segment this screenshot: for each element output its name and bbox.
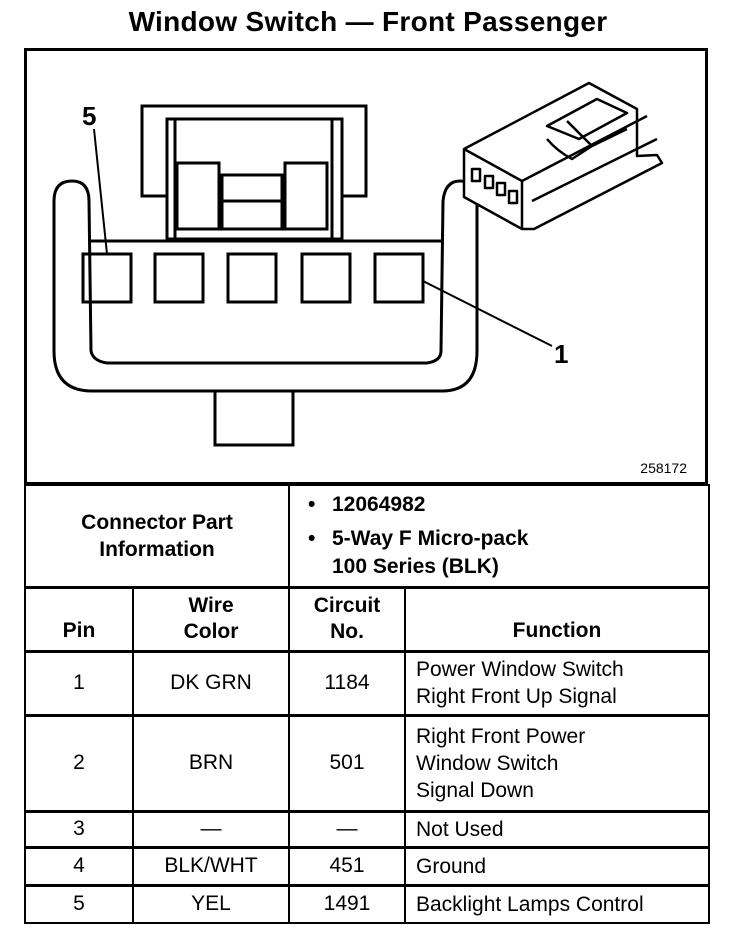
connector-figure: 5 1 258172	[24, 48, 708, 485]
row-2-circuit: 501	[288, 713, 406, 812]
row-2-function-line3: Signal Down	[416, 778, 534, 802]
table-header-row: Pin Wire Color Circuit No. Function	[24, 585, 710, 652]
callout-5: 5	[82, 101, 96, 131]
pin-cavity-3	[226, 252, 278, 304]
row-4-function-line1: Ground	[416, 854, 487, 878]
header-wire-line2: Color	[183, 620, 239, 643]
row-2-function-line1: Right Front Power	[416, 724, 586, 748]
connector-description-line1: 5-Way F Micro-pack	[332, 527, 529, 550]
table-row: 3 — — Not Used	[24, 809, 710, 848]
connector-info-label: Connector Part Information	[24, 484, 290, 588]
row-3-function-line1: Not Used	[416, 817, 504, 841]
header-function: Function	[404, 585, 710, 652]
page-title: Window Switch — Front Passenger	[128, 6, 608, 37]
pin-cavities	[81, 252, 425, 304]
row-1-function: Power Window Switch Right Front Up Signa…	[404, 649, 710, 716]
callout-1: 1	[554, 339, 568, 369]
connector-info-label-line2: Information	[99, 537, 215, 561]
table-row: 1 DK GRN 1184 Power Window Switch Right …	[24, 649, 710, 716]
row-1-circuit: 1184	[288, 649, 406, 716]
row-3-function: Not Used	[404, 809, 710, 848]
row-4-pin: 4	[24, 845, 134, 886]
connector-info-label-line1: Connector Part	[81, 510, 233, 534]
row-2-pin: 2	[24, 713, 134, 812]
row-2-function-line2: Window Switch	[416, 751, 559, 775]
row-5-function-line1: Backlight Lamps Control	[416, 892, 644, 916]
pin-cavity-1	[373, 252, 425, 304]
connector-3d-view	[462, 81, 664, 231]
connector-face	[52, 179, 479, 447]
row-2-function: Right Front Power Window Switch Signal D…	[404, 713, 710, 812]
row-4-circuit: 451	[288, 845, 406, 886]
header-pin: Pin	[24, 585, 134, 652]
row-3-wire: —	[132, 809, 290, 848]
row-1-function-line2: Right Front Up Signal	[416, 685, 617, 708]
row-5-wire: YEL	[132, 883, 290, 924]
row-3-pin: 3	[24, 809, 134, 848]
row-3-circuit: —	[288, 809, 406, 848]
connector-drawing: 5 1 258172	[52, 81, 687, 476]
header-circuit-no: Circuit No.	[288, 585, 406, 652]
leader-line-5	[93, 128, 108, 255]
connector-description-line2: 100 Series (BLK)	[332, 555, 499, 578]
table-row: 5 YEL 1491 Backlight Lamps Control	[24, 883, 710, 924]
part-number: 12064982	[332, 493, 426, 516]
connector-info-values: •12064982 •5-Way F Micro-pack 100 Series…	[288, 484, 710, 588]
row-4-function: Ground	[404, 845, 710, 886]
row-1-pin: 1	[24, 649, 134, 716]
header-wire-color: Wire Color	[132, 585, 290, 652]
pin-cavity-4	[153, 252, 205, 304]
row-4-wire: BLK/WHT	[132, 845, 290, 886]
header-wire-line1: Wire	[188, 594, 234, 617]
row-5-pin: 5	[24, 883, 134, 924]
leader-line-1	[422, 280, 553, 347]
row-1-wire: DK GRN	[132, 649, 290, 716]
row-2-wire: BRN	[132, 713, 290, 812]
connector-table: Connector Part Information •12064982 •5-…	[24, 484, 710, 924]
table-row: 4 BLK/WHT 451 Ground	[24, 845, 710, 886]
figure-id: 258172	[640, 460, 687, 476]
header-circuit-line1: Circuit	[313, 594, 381, 617]
connector-latch	[140, 104, 368, 241]
row-1-function-line1: Power Window Switch	[416, 658, 624, 681]
row-5-function: Backlight Lamps Control	[404, 883, 710, 924]
table-row: 2 BRN 501 Right Front Power Window Switc…	[24, 713, 710, 812]
pin-cavity-2	[300, 252, 352, 304]
header-circuit-line2: No.	[330, 620, 364, 643]
row-5-circuit: 1491	[288, 883, 406, 924]
